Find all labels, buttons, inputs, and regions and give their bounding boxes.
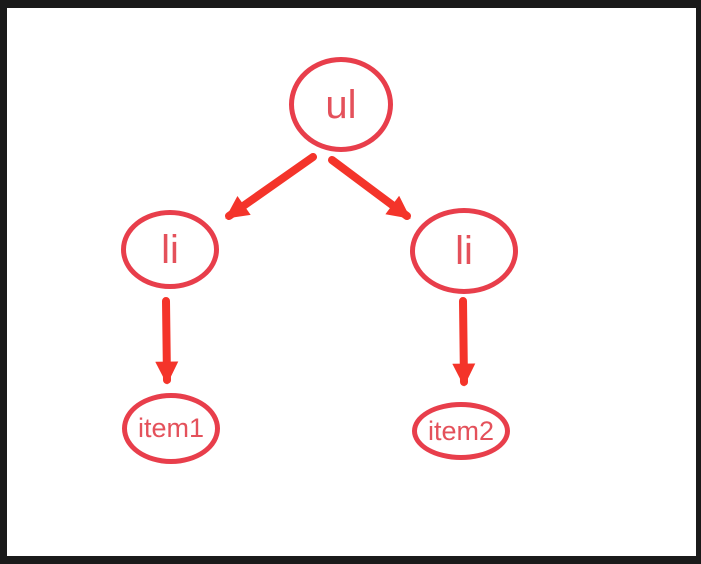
node-li-left: li bbox=[121, 210, 219, 289]
arrow-left-li-to-item1 bbox=[155, 297, 179, 385]
node-li-left-label: li bbox=[161, 227, 179, 272]
node-item2: item2 bbox=[412, 402, 510, 460]
arrow-ul-to-left-li bbox=[225, 153, 317, 220]
diagram-canvas: ul li li item1 item2 bbox=[7, 8, 696, 556]
arrow-ul-to-right-li bbox=[328, 156, 411, 220]
node-item2-label: item2 bbox=[427, 415, 495, 446]
node-ul-label: ul bbox=[325, 82, 357, 127]
node-li-right-label: li bbox=[455, 229, 473, 273]
node-li-right: li bbox=[410, 208, 518, 294]
arrow-right-li-to-item2 bbox=[452, 297, 476, 387]
node-item1-label: item1 bbox=[137, 413, 205, 443]
node-item1: item1 bbox=[122, 393, 220, 464]
node-ul: ul bbox=[289, 57, 393, 152]
